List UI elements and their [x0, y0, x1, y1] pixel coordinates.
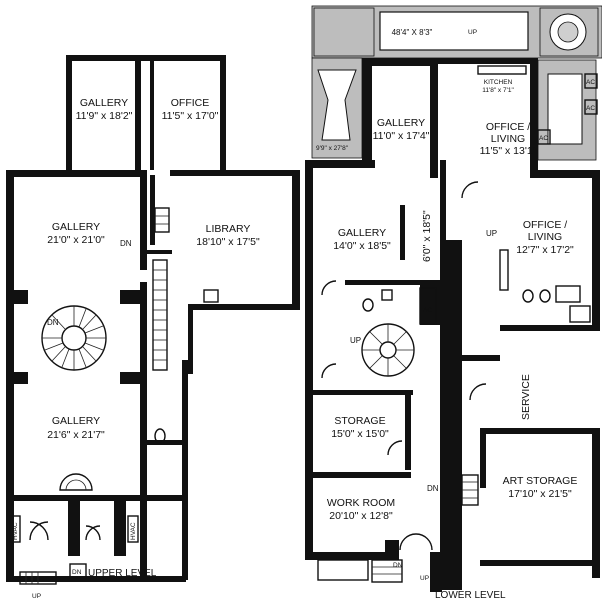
lower-side-terrace-dims: 9'9" x 27'8"	[316, 145, 349, 152]
upper-library-name: LIBRARY	[206, 223, 251, 235]
upper-gallery-main-dims: 21'0" x 21'0"	[47, 234, 105, 246]
upper-gallery-top-name: GALLERY	[80, 97, 128, 109]
lower-service-label: SERVICE	[520, 374, 532, 420]
upper-hvac-left: HVAC	[12, 522, 19, 540]
lower-level-label: LOWER LEVEL	[435, 590, 506, 600]
upper-gallery-bottom-name: GALLERY	[52, 415, 100, 427]
lower-gallery-main-dims: 14'0" x 18'5"	[333, 240, 391, 252]
lower-gallery-top-dims: 11'0" x 17'4"	[373, 130, 430, 142]
upper-level-plan	[6, 55, 300, 585]
upper-dn-spiral: DN	[47, 318, 59, 327]
upper-office-dims: 11'5" x 17'0"	[162, 110, 219, 122]
lower-up-spiral: UP	[350, 336, 361, 345]
lower-office-living-2-name2: LIVING	[528, 231, 562, 243]
lower-gallery-top-name: GALLERY	[377, 117, 425, 129]
lower-kitchen-dims: 11'8" x 7'1"	[482, 87, 514, 94]
upper-up-entry: UP	[32, 593, 41, 600]
upper-dn-entry: DN	[72, 569, 82, 576]
upper-library-dims: 18'10" x 17'5"	[196, 236, 260, 248]
lower-office-living-1-dims: 11'5" x 13'1"	[480, 145, 537, 157]
lower-up-entry: UP	[420, 575, 429, 582]
upper-office-name: OFFICE	[171, 97, 210, 109]
lower-office-living-1-name1: OFFICE /	[486, 121, 530, 133]
lower-work-room-name: WORK ROOM	[327, 497, 395, 509]
lower-office-living-1-name2: LIVING	[491, 133, 525, 145]
lower-dn-side: DN	[427, 484, 439, 493]
lower-storage-name: STORAGE	[334, 415, 385, 427]
lower-storage-dims: 15'0" x 15'0"	[331, 428, 389, 440]
lower-dn-entry: DN	[393, 562, 403, 569]
lower-ac-2: AC	[586, 105, 595, 112]
lower-ac-3: AC	[539, 135, 548, 142]
upper-dn-stair: DN	[120, 239, 132, 248]
upper-level-label: UPPER LEVEL	[88, 568, 157, 579]
lower-terrace-up: UP	[468, 29, 477, 36]
upper-gallery-main-name: GALLERY	[52, 221, 100, 233]
lower-office-living-2-name1: OFFICE /	[523, 219, 567, 231]
lower-ac-gallery: AC	[423, 307, 432, 314]
lower-ac-1: AC	[586, 79, 595, 86]
lower-kitchen-name: KITCHEN	[484, 79, 513, 86]
lower-art-storage-dims: 17'10" x 21'5"	[508, 488, 572, 500]
lower-gallery-main-name: GALLERY	[338, 227, 386, 239]
upper-gallery-bottom-dims: 21'6" x 21'7"	[47, 429, 105, 441]
upper-gallery-top-dims: 11'9" x 18'2"	[76, 110, 133, 122]
lower-hall-dims: 6'0" x 18'5"	[421, 210, 433, 262]
lower-terrace-dims: 48'4" X 8'3"	[392, 28, 433, 37]
lower-art-storage-name: ART STORAGE	[503, 475, 578, 487]
lower-up-hall: UP	[486, 229, 497, 238]
lower-work-room-dims: 20'10" x 12'8"	[329, 510, 393, 522]
lower-office-living-2-dims: 12'7" x 17'2"	[516, 244, 574, 256]
lower-level-plan	[305, 5, 602, 592]
upper-hvac-right: HVAC	[130, 522, 137, 540]
